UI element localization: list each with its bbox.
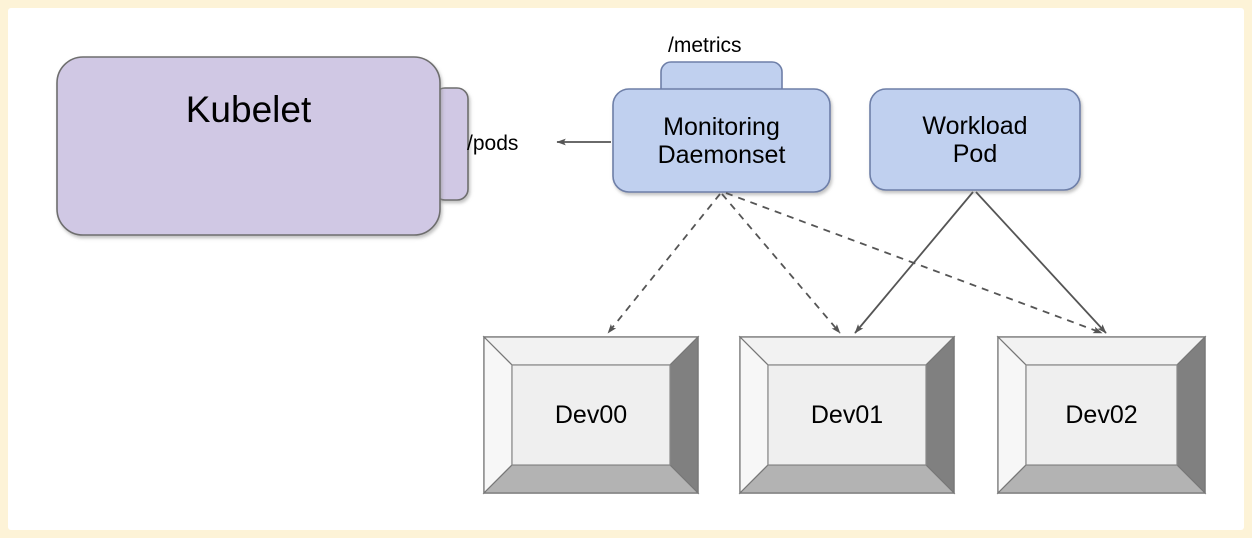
diagram-shapes-layer xyxy=(56,56,1207,495)
dev01-bevel-bottom xyxy=(738,464,956,494)
node-dev02[interactable] xyxy=(996,335,1207,495)
edge-workload-to-dev02 xyxy=(975,191,1107,334)
kubelet-body xyxy=(56,56,441,236)
diagram-surface: Kubelet Monitoring Daemonset Workload Po… xyxy=(8,8,1244,530)
dev00-face xyxy=(511,364,671,466)
dev00-bevel-bottom xyxy=(482,464,700,494)
dev01-face xyxy=(767,364,927,466)
node-dev00[interactable] xyxy=(482,335,700,495)
edge-monitoring-to-dev01 xyxy=(721,193,841,334)
node-workload-pod[interactable] xyxy=(869,88,1081,191)
node-kubelet[interactable] xyxy=(56,56,469,236)
node-monitoring-daemonset[interactable] xyxy=(612,61,831,193)
edge-workload-to-dev01 xyxy=(854,191,974,334)
dev01-bevel-top xyxy=(738,336,956,366)
metrics-edge-label: /metrics xyxy=(668,34,742,57)
dev02-bevel-top xyxy=(996,336,1207,366)
dev00-bevel-top xyxy=(482,336,700,366)
workload-pod-body xyxy=(869,88,1081,191)
edge-monitoring-to-dev00 xyxy=(607,193,721,334)
node-dev01[interactable] xyxy=(738,335,956,495)
pods-edge-label: /pods xyxy=(467,132,519,155)
monitoring-body xyxy=(612,88,831,193)
dev02-face xyxy=(1025,364,1178,466)
dev02-bevel-bottom xyxy=(996,464,1207,494)
